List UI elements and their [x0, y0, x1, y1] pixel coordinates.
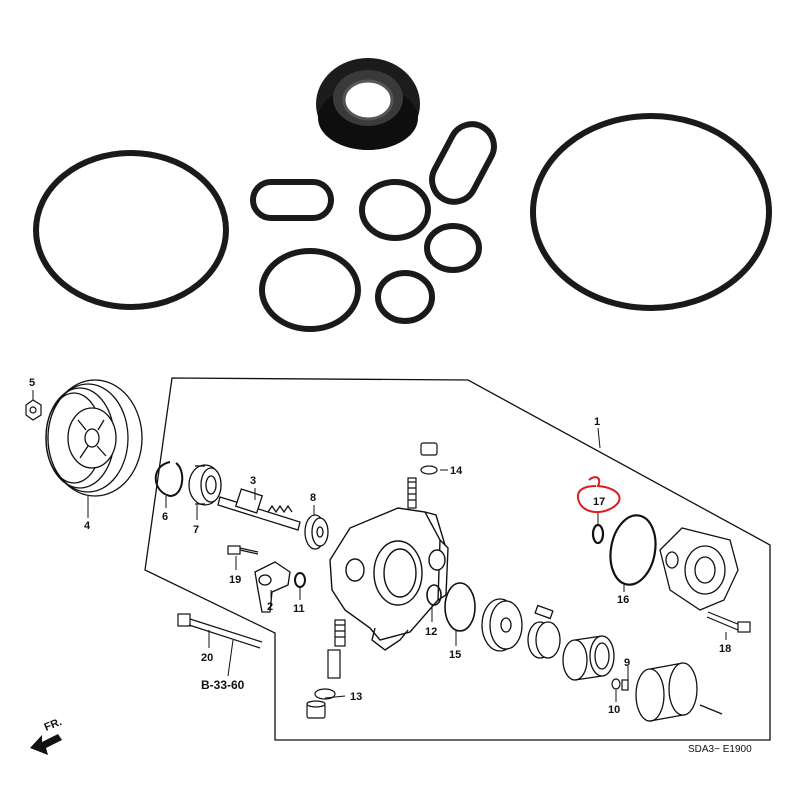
o-ring-part-12 [426, 584, 442, 606]
callout-1: 1 [594, 416, 600, 428]
bearing-part-7 [188, 464, 222, 506]
front-arrow-icon [30, 734, 62, 755]
nut-part-5 [25, 399, 42, 421]
oval-seal-upper [250, 179, 334, 221]
front-direction-indicator: FR. [30, 716, 64, 755]
pin-part-9-10 [611, 678, 629, 691]
pump-cover [659, 527, 739, 611]
cam-ring [562, 635, 615, 681]
pulley-part-4 [45, 379, 143, 497]
large-o-ring-right [530, 113, 772, 311]
large-o-ring-left [33, 150, 229, 310]
rotor [527, 604, 561, 659]
o-ring-part-17 [591, 523, 605, 545]
o-ring-lower-small [375, 270, 435, 324]
callout-15: 15 [449, 649, 461, 661]
fitting-part-2 [254, 561, 291, 613]
callout-4: 4 [84, 520, 91, 532]
bolt-part-20 [177, 613, 263, 649]
callout-2: 2 [267, 601, 273, 613]
callout-numbers: 1 2 3 4 5 6 7 8 9 10 11 12 13 14 15 16 1… [29, 377, 731, 716]
callout-14: 14 [450, 465, 463, 477]
shaft-part-3 [217, 488, 301, 531]
assembly-frame [144, 377, 771, 741]
highlight-circle [576, 476, 621, 514]
callout-18: 18 [719, 643, 731, 655]
bolt-part-18 [706, 611, 751, 633]
pump-housing [329, 507, 449, 651]
snap-ring-part-6 [154, 461, 184, 498]
oil-seal [316, 58, 420, 150]
callout-11: 11 [293, 603, 305, 615]
side-plate [481, 598, 523, 652]
callout-16: 16 [617, 594, 629, 606]
callout-20: 20 [201, 652, 213, 664]
callout-12: 12 [425, 626, 437, 638]
callout-8: 8 [310, 492, 316, 504]
callout-6: 6 [162, 511, 168, 523]
bearing-part-8 [304, 514, 329, 550]
callout-9: 9 [624, 657, 630, 669]
callout-10: 10 [608, 704, 620, 716]
callout-5: 5 [29, 377, 35, 389]
o-ring-part-16 [609, 514, 657, 586]
bolt-part-19 [227, 545, 259, 555]
o-ring-lower [259, 248, 361, 332]
o-ring-part-15 [444, 582, 476, 632]
leader-lines [32, 390, 727, 702]
callout-3: 3 [250, 475, 256, 487]
o-ring-part-11 [294, 572, 306, 588]
callout-19: 19 [229, 574, 241, 586]
callout-17: 17 [593, 496, 605, 508]
callout-13: 13 [350, 691, 362, 703]
o-ring-medium [359, 179, 431, 241]
callout-7: 7 [193, 524, 199, 536]
plug-part-14-stack [407, 442, 438, 509]
valve-part-13-stack [306, 619, 346, 719]
o-ring-small [424, 223, 482, 273]
diagram-code: SDA3− E1900 [688, 744, 752, 755]
direction-label: FR. [43, 716, 64, 734]
oval-seal-tilted [429, 121, 497, 205]
reference-label: B-33-60 [201, 678, 245, 692]
seal-kit-photo [33, 58, 772, 332]
outer-ring [635, 662, 723, 722]
